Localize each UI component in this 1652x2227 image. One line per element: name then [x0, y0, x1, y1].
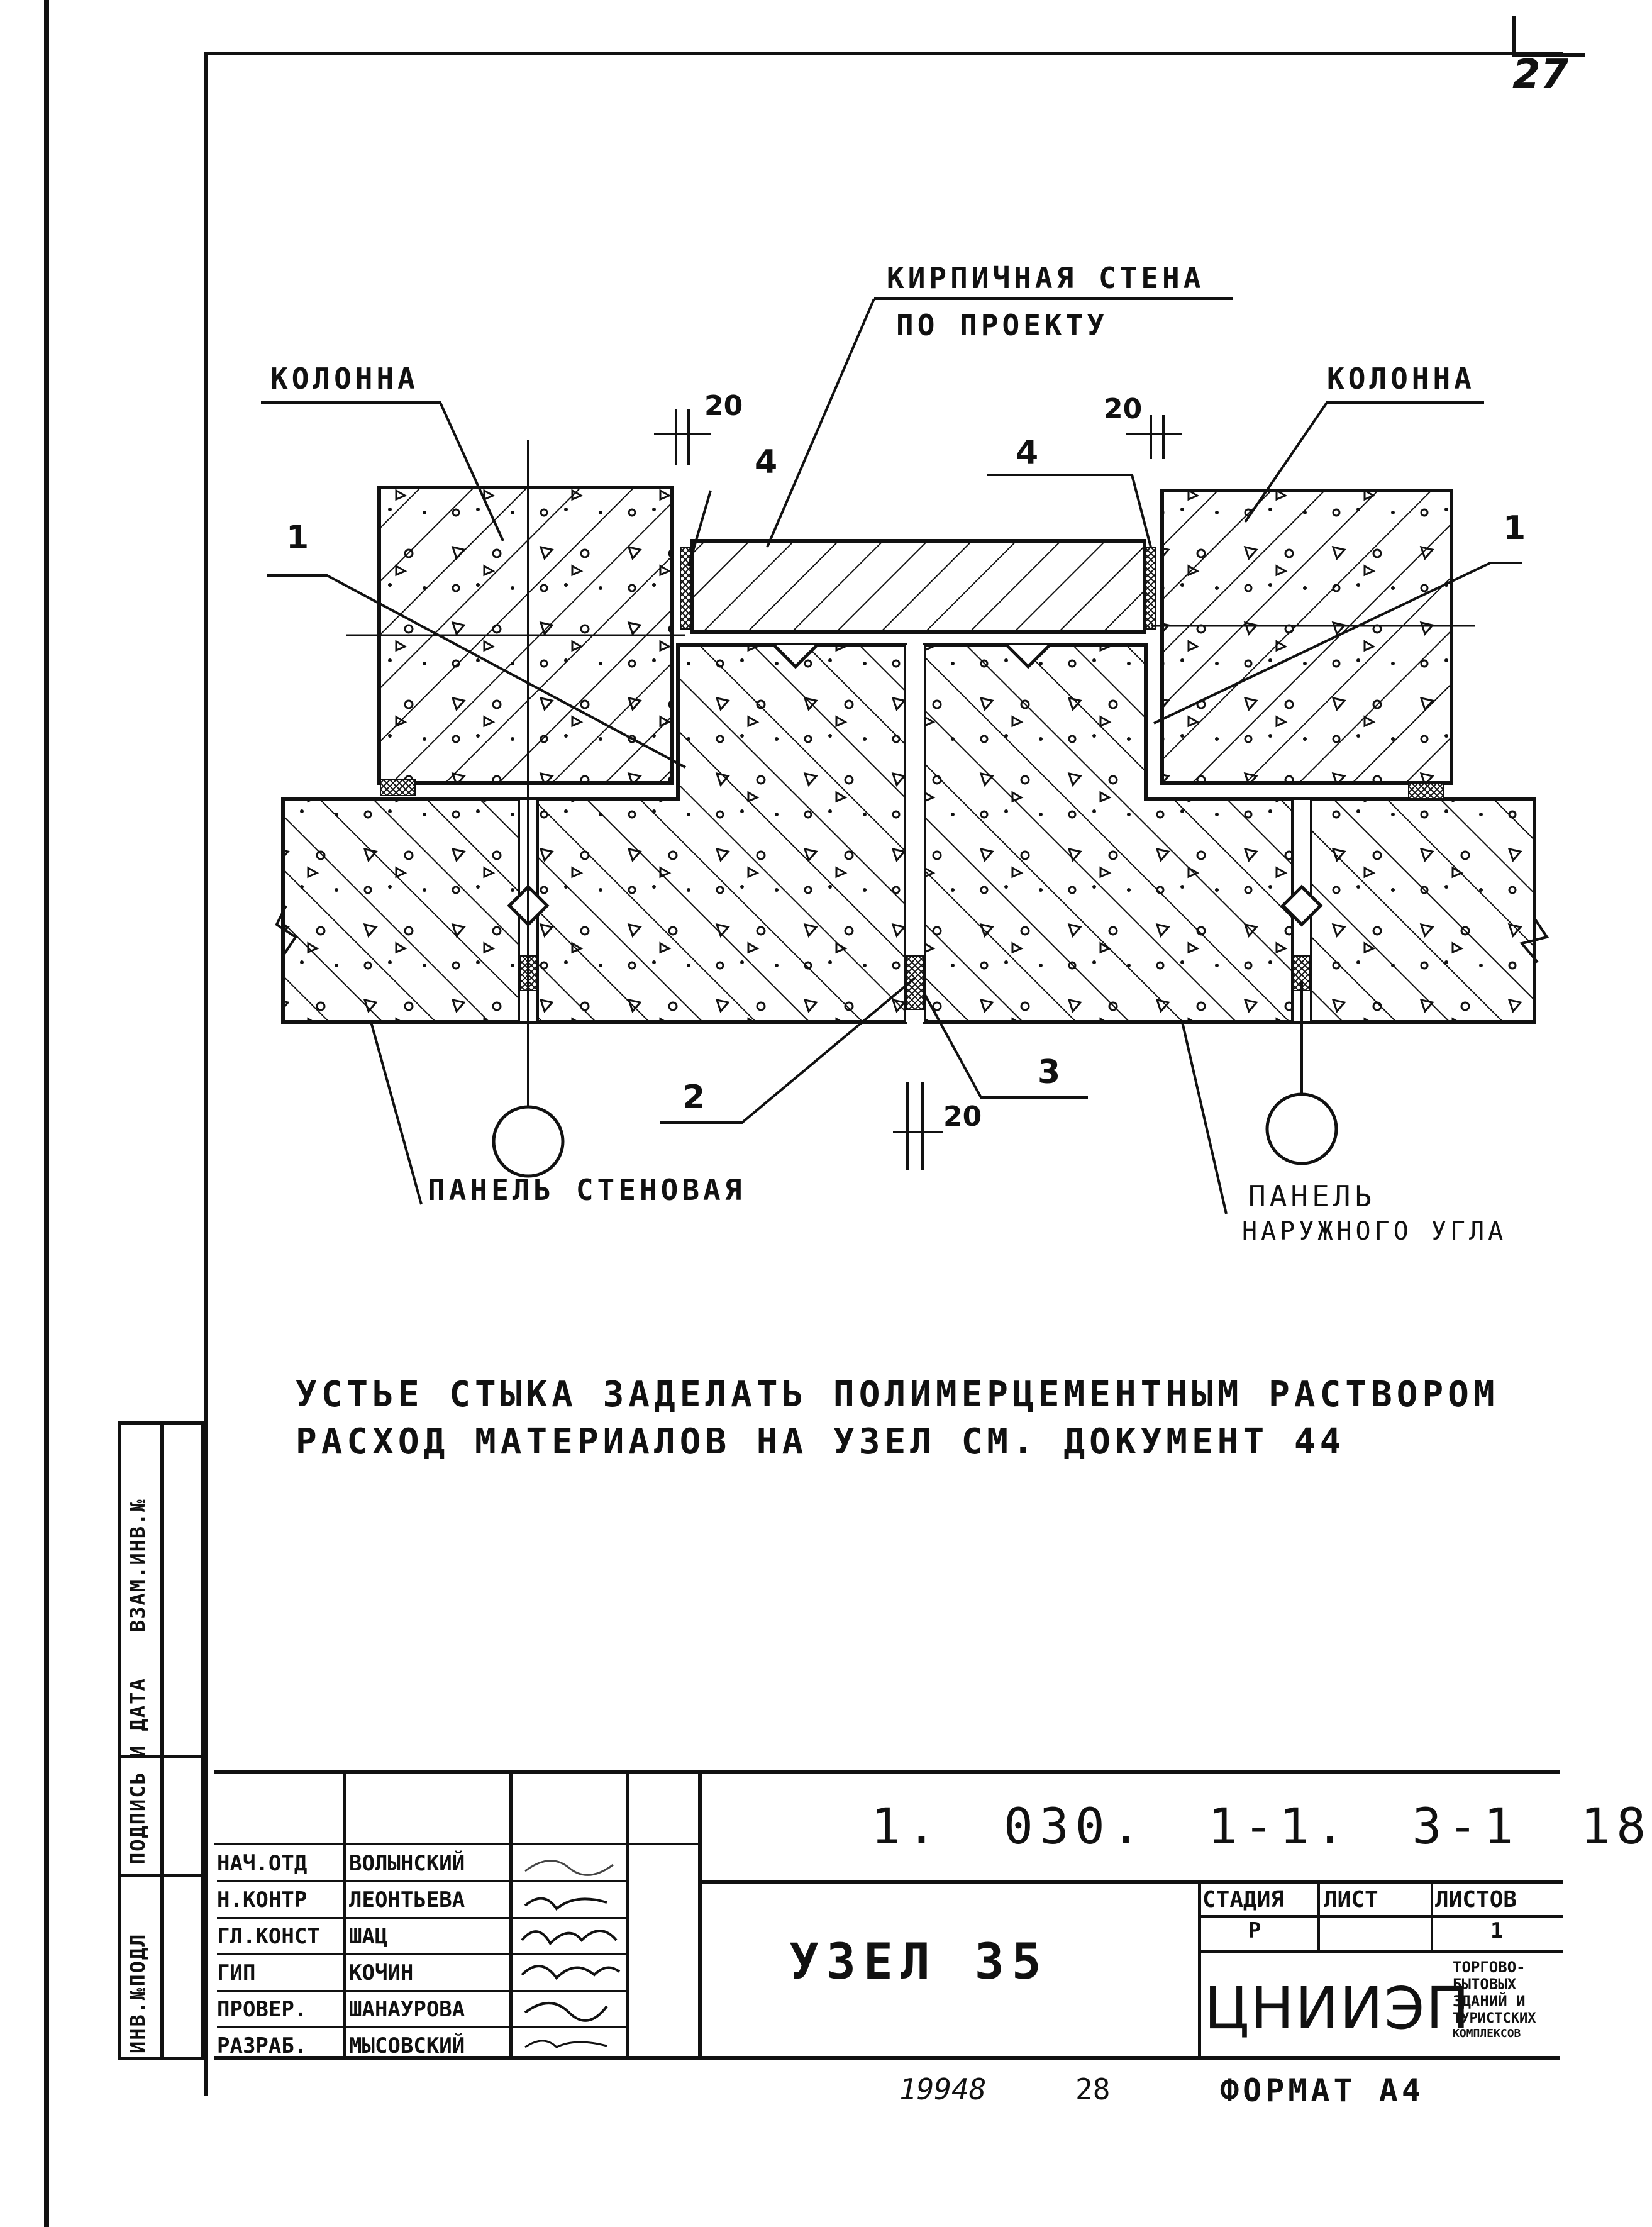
- title-block-grid-v: [1198, 1880, 1201, 2060]
- title-block-grid-v: [698, 1770, 702, 2060]
- corner-panel-label-2: НАРУЖНОГО УГЛА: [1242, 1217, 1507, 1246]
- callout-3: 3: [1038, 1053, 1061, 1091]
- column-right: [1160, 489, 1453, 785]
- org-desc-line: ЗДАНИЙ И: [1453, 1992, 1526, 2010]
- org-desc-line: ТУРИСТСКИХ: [1453, 2011, 1536, 2026]
- signer-name: ШАНАУРОВА: [349, 1997, 465, 2022]
- signers-table: НАЧ.ОТД ВОЛЫНСКИЙ Н.КОНТР ЛЕОНТЬЕВА ГЛ.К…: [217, 1846, 626, 2063]
- side-stamp-divider: [160, 1421, 164, 2060]
- page-number: 27: [1512, 52, 1569, 98]
- title-block-grid-v: [509, 1770, 513, 2060]
- corner-panel-label: ПАНЕЛЬ: [1248, 1179, 1376, 1213]
- title-block-grid-h: [214, 1843, 701, 1845]
- brick-wall-label: КИРПИЧНАЯ СТЕНА: [887, 261, 1205, 295]
- header-sheets: ЛИСТОВ: [1435, 1887, 1517, 1913]
- brick-wall: [680, 539, 1156, 634]
- signer-name: МЫСОВСКИЙ: [349, 2033, 465, 2058]
- header-stage: СТАДИЯ: [1202, 1887, 1285, 1913]
- format-label: ФОРМАТ А4: [1220, 2072, 1424, 2109]
- side-stamp-vzam-inv: ВЗАМ.ИНВ.№: [126, 1498, 150, 1632]
- footer-left-number: 19948: [899, 2072, 987, 2106]
- title-block-grid-h: [698, 1880, 1563, 1884]
- top-right-tab: [1512, 16, 1585, 57]
- signer-role: ПРОВЕР.: [217, 1997, 308, 2022]
- side-stamp-divider: [118, 1874, 204, 1877]
- org-description: ТОРГОВО- БЫТОВЫХ ЗДАНИЙ И ТУРИСТСКИХ КОМ…: [1453, 1959, 1560, 2041]
- signatures: [521, 1860, 621, 2048]
- note-line-1: УСТЬЕ СТЫКА ЗАДЕЛАТЬ ПОЛИМЕРЦЕМЕНТНЫМ РА…: [296, 1374, 1499, 1415]
- signer-name: ЛЕОНТЬЕВА: [349, 1887, 465, 1913]
- column-right-label: КОЛОННА: [1327, 362, 1475, 396]
- signer-role: Н.КОНТР: [217, 1887, 308, 1913]
- joint-detail-drawing: [261, 297, 1549, 1214]
- side-stamp-inv-podl: ИНВ.№ПОДЛ: [126, 1933, 150, 2053]
- title-block: [214, 1770, 1560, 2060]
- header-sheet: ЛИСТ: [1324, 1887, 1378, 1913]
- callout-1-left: 1: [286, 519, 309, 557]
- binding-edge-line: [44, 0, 49, 2227]
- signer-row: Н.КОНТР ЛЕОНТЬЕВА: [217, 1882, 626, 1919]
- corner-panel: [923, 643, 1536, 1024]
- signer-row: ГИП КОЧИН: [217, 1955, 626, 1992]
- callout-4-right: 4: [1016, 434, 1039, 472]
- drawing-title: УЗЕЛ 35: [789, 1934, 1049, 1991]
- signer-role: НАЧ.ОТД: [217, 1851, 308, 1876]
- signer-row: ПРОВЕР. ШАНАУРОВА: [217, 1992, 626, 2028]
- title-block-grid-v: [343, 1770, 346, 2060]
- callout-2: 2: [682, 1079, 706, 1116]
- wall-panel-label: ПАНЕЛЬ СТЕНОВАЯ: [428, 1173, 746, 1207]
- callout-4-left: 4: [755, 443, 778, 481]
- org-name: ЦНИИЭП: [1204, 1975, 1471, 2042]
- footer-mid-number: 28: [1075, 2072, 1111, 2106]
- doc-code: 1. 030. 1-1. 3-1 18: [871, 1799, 1652, 1855]
- column-left-label: КОЛОННА: [270, 362, 419, 396]
- signer-role: РАЗРАБ.: [217, 2033, 308, 2058]
- side-stamp-divider: [118, 1755, 204, 1758]
- dimension-gap-left: 20: [704, 390, 743, 422]
- title-block-grid-v: [626, 1770, 629, 2060]
- signer-name: КОЧИН: [349, 1960, 414, 1985]
- drawing-frame: [204, 52, 1563, 2096]
- org-desc-line: БЫТОВЫХ: [1453, 1975, 1517, 1993]
- signer-name: ШАЦ: [349, 1924, 388, 1949]
- org-desc-line: КОМПЛЕКСОВ: [1453, 2027, 1521, 2040]
- side-stamp-podpis-data: ПОДПИСЬ И ДАТА: [126, 1677, 150, 1865]
- title-block-grid-h: [1198, 1950, 1563, 1953]
- value-sheets: 1: [1490, 1918, 1504, 1943]
- dimension-gap-bottom: 20: [943, 1101, 982, 1133]
- dimension-gap-right: 20: [1104, 393, 1143, 425]
- signer-name: ВОЛЫНСКИЙ: [349, 1851, 465, 1876]
- callout-1-right: 1: [1503, 509, 1526, 547]
- brick-wall-label-2: ПО ПРОЕКТУ: [896, 308, 1108, 342]
- signer-role: ГИП: [217, 1960, 256, 1985]
- signer-role: ГЛ.КОНСТ: [217, 1924, 320, 1949]
- note-line-2: РАСХОД МАТЕРИАЛОВ НА УЗЕЛ СМ. ДОКУМЕНТ 4…: [296, 1421, 1346, 1462]
- org-desc-line: ТОРГОВО-: [1453, 1958, 1526, 1976]
- value-stage: Р: [1248, 1918, 1261, 1943]
- signer-row: НАЧ.ОТД ВОЛЫНСКИЙ: [217, 1846, 626, 1882]
- signer-row: РАЗРАБ. МЫСОВСКИЙ: [217, 2028, 626, 2063]
- title-block-grid-h: [1198, 1915, 1563, 1918]
- signer-row: ГЛ.КОНСТ ШАЦ: [217, 1919, 626, 1955]
